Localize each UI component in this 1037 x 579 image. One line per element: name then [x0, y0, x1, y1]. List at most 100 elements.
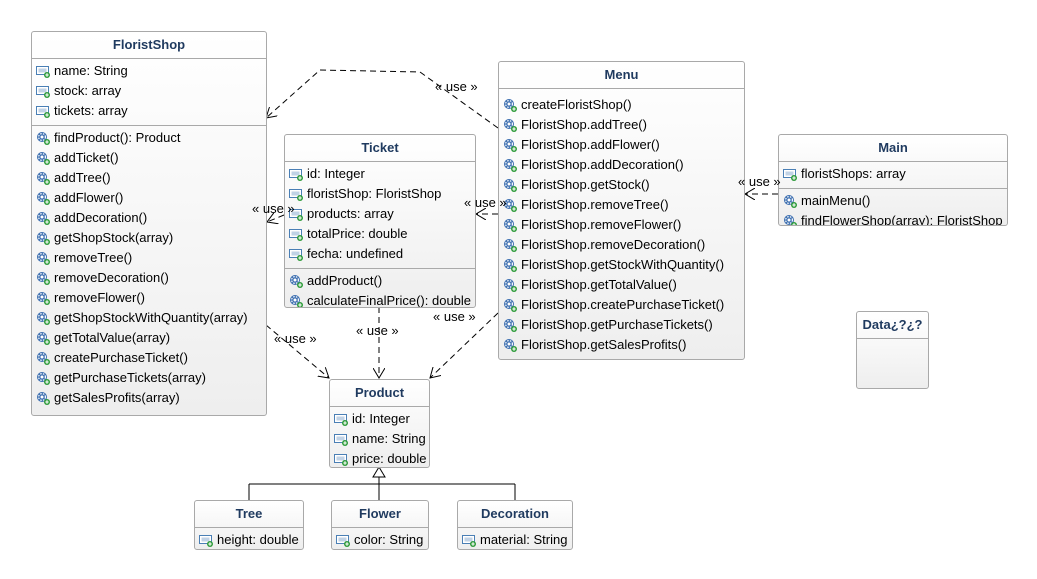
- operation-row[interactable]: FloristShop.getStockWithQuantity(): [499, 255, 744, 275]
- operation-row[interactable]: addTicket(): [32, 148, 266, 168]
- operation-row[interactable]: FloristShop.getSalesProfits(): [499, 335, 744, 355]
- operation-text: findFlowerShop(array): FloristShop: [801, 213, 1003, 226]
- method-gear-icon: [503, 138, 517, 152]
- operation-row[interactable]: FloristShop.getTotalValue(): [499, 275, 744, 295]
- method-gear-icon: [503, 178, 517, 192]
- class-tree[interactable]: Tree height: double: [194, 500, 304, 550]
- class-flower[interactable]: Flower color: String: [331, 500, 429, 550]
- class-title: Product: [330, 380, 429, 407]
- attribute-text: price: double: [352, 451, 427, 466]
- operation-text: getTotalValue(array): [54, 330, 171, 345]
- attribute-row[interactable]: floristShop: FloristShop: [285, 184, 475, 204]
- attribute-list: id: Integer floristShop: FloristShop produ…: [285, 162, 475, 269]
- class-data[interactable]: Data¿?¿?: [856, 311, 929, 389]
- class-title: Flower: [332, 501, 428, 528]
- operation-row[interactable]: removeDecoration(): [32, 268, 266, 288]
- use-label-menu-product: « use »: [433, 309, 476, 324]
- attribute-text: stock: array: [54, 83, 122, 98]
- operation-row[interactable]: FloristShop.removeFlower(): [499, 215, 744, 235]
- operation-text: createFloristShop(): [521, 97, 632, 112]
- operation-row[interactable]: removeFlower(): [32, 288, 266, 308]
- operation-row[interactable]: FloristShop.getPurchaseTickets(): [499, 315, 744, 335]
- operation-row[interactable]: getPurchaseTickets(array): [32, 368, 266, 388]
- operation-row[interactable]: FloristShop.addFlower(): [499, 135, 744, 155]
- operation-row[interactable]: FloristShop.createPurchaseTicket(): [499, 295, 744, 315]
- method-gear-icon: [503, 298, 517, 312]
- attribute-text: floristShop: FloristShop: [307, 186, 442, 201]
- operation-row[interactable]: addProduct(): [285, 271, 475, 291]
- field-icon: [199, 533, 213, 547]
- field-icon: [336, 533, 350, 547]
- attribute-row[interactable]: name: String: [32, 61, 266, 81]
- operation-row[interactable]: FloristShop.addTree(): [499, 115, 744, 135]
- operation-text: FloristShop.addTree(): [521, 117, 647, 132]
- operation-row[interactable]: getShopStock(array): [32, 228, 266, 248]
- attribute-row[interactable]: tickets: array: [32, 101, 266, 121]
- attribute-list: color: String: [332, 528, 428, 549]
- operation-row[interactable]: FloristShop.removeTree(): [499, 195, 744, 215]
- operation-row[interactable]: FloristShop.removeDecoration(): [499, 235, 744, 255]
- attribute-row[interactable]: price: double: [330, 449, 429, 467]
- operation-text: findProduct(): Product: [54, 130, 181, 145]
- attribute-row[interactable]: id: Integer: [285, 164, 475, 184]
- attribute-row[interactable]: fecha: undefined: [285, 244, 475, 264]
- class-title: Ticket: [285, 135, 475, 162]
- operation-row[interactable]: createPurchaseTicket(): [32, 348, 266, 368]
- method-gear-icon: [36, 311, 50, 325]
- operation-row[interactable]: addFlower(): [32, 188, 266, 208]
- field-icon: [36, 104, 50, 118]
- operation-row[interactable]: createFloristShop(): [499, 95, 744, 115]
- attribute-text: tickets: array: [54, 103, 128, 118]
- operation-row[interactable]: calculateFinalPrice(): double: [285, 291, 475, 307]
- operation-row[interactable]: FloristShop.getStock(): [499, 175, 744, 195]
- class-ticket[interactable]: Ticket id: Integer floristShop: FloristSh…: [284, 134, 476, 308]
- method-gear-icon: [36, 211, 50, 225]
- use-label-menu-ticket: « use »: [464, 195, 507, 210]
- operation-row[interactable]: findProduct(): Product: [32, 128, 266, 148]
- field-icon: [289, 247, 303, 261]
- attribute-row[interactable]: products: array: [285, 204, 475, 224]
- operation-row[interactable]: addDecoration(): [32, 208, 266, 228]
- operation-text: FloristShop.addFlower(): [521, 137, 660, 152]
- operation-row[interactable]: findFlowerShop(array): FloristShop: [779, 211, 1007, 226]
- operation-row[interactable]: mainMenu(): [779, 191, 1007, 211]
- class-menu[interactable]: Menu createFloristShop()FloristShop.addT…: [498, 61, 745, 360]
- operation-row[interactable]: getTotalValue(array): [32, 328, 266, 348]
- operation-text: addProduct(): [307, 273, 383, 288]
- method-gear-icon: [36, 171, 50, 185]
- method-gear-icon: [36, 251, 50, 265]
- field-icon: [462, 533, 476, 547]
- operation-row[interactable]: removeTree(): [32, 248, 266, 268]
- operation-text: addDecoration(): [54, 210, 148, 225]
- method-gear-icon: [503, 118, 517, 132]
- class-title: Tree: [195, 501, 303, 528]
- attribute-row[interactable]: color: String: [332, 530, 428, 549]
- attribute-row[interactable]: name: String: [330, 429, 429, 449]
- attribute-row[interactable]: material: String: [458, 530, 572, 549]
- operation-row[interactable]: getSalesProfits(array): [32, 388, 266, 408]
- attribute-text: totalPrice: double: [307, 226, 408, 241]
- operation-text: FloristShop.getSalesProfits(): [521, 337, 687, 352]
- attribute-row[interactable]: stock: array: [32, 81, 266, 101]
- operation-text: createPurchaseTicket(): [54, 350, 188, 365]
- operation-list: findProduct(): Product addTicket()addTree…: [32, 126, 266, 412]
- class-main[interactable]: Main floristShops: array mainMenu()findF…: [778, 134, 1008, 226]
- operation-row[interactable]: FloristShop.addDecoration(): [499, 155, 744, 175]
- operation-text: FloristShop.getStock(): [521, 177, 650, 192]
- attribute-row[interactable]: id: Integer: [330, 409, 429, 429]
- method-gear-icon: [289, 294, 303, 307]
- operation-row[interactable]: addTree(): [32, 168, 266, 188]
- attribute-row[interactable]: totalPrice: double: [285, 224, 475, 244]
- attribute-text: products: array: [307, 206, 394, 221]
- attribute-text: fecha: undefined: [307, 246, 404, 261]
- method-gear-icon: [783, 194, 797, 208]
- operation-text: getSalesProfits(array): [54, 390, 180, 405]
- attribute-row[interactable]: height: double: [195, 530, 303, 549]
- use-label-menu-floristshop: « use »: [435, 79, 478, 94]
- class-decoration[interactable]: Decoration material: String: [457, 500, 573, 550]
- attribute-row[interactable]: floristShops: array: [779, 164, 1007, 184]
- operation-row[interactable]: getShopStockWithQuantity(array): [32, 308, 266, 328]
- operation-text: FloristShop.removeDecoration(): [521, 237, 706, 252]
